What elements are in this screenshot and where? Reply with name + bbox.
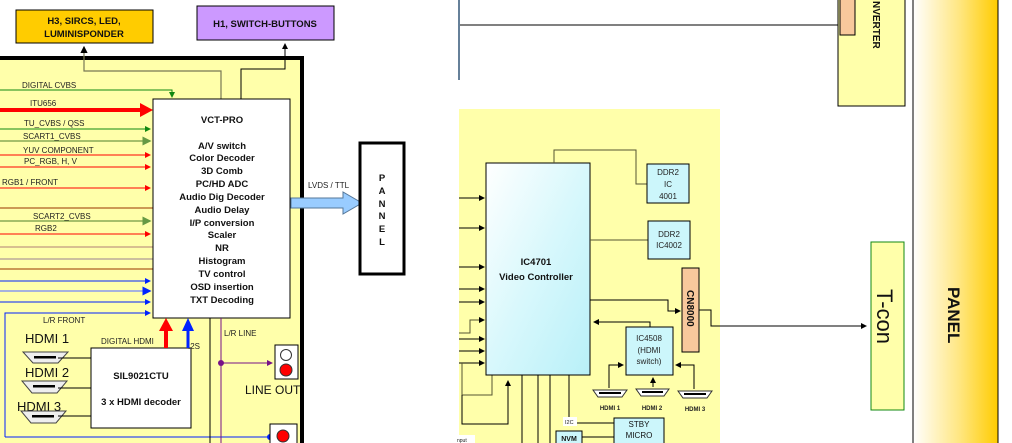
label-digital-hdmi: DIGITAL HDMI	[101, 337, 154, 346]
line-out-label: LINE OUT	[245, 383, 301, 397]
label-scart1-cvbs: SCART1_CVBS	[23, 132, 81, 141]
h3-connection	[80, 45, 222, 99]
hdmi-connector-icon	[21, 351, 70, 364]
label-yuv-component: YUV COMPONENT	[23, 146, 94, 155]
nvm: NVM	[555, 430, 583, 443]
hdmi-connector-icon	[677, 390, 713, 399]
sil9021-decoder: SIL9021CTU 3 x HDMI decoder	[90, 347, 192, 429]
label-lvds-ttl: LVDS / TTL	[308, 181, 350, 190]
ddr2-label: DDR2	[658, 230, 680, 239]
hdmi-ports-right: HDMI 1 HDMI 2 HDMI 3	[592, 388, 713, 413]
hdmi-port-label: HDMI 3	[685, 407, 706, 413]
label-input: nput	[457, 438, 467, 443]
ic4701-label: IC4701	[521, 257, 552, 268]
hdmi-2-label: HDMI 2	[25, 365, 69, 380]
pannel-letter: E	[379, 224, 385, 235]
vct-function: TXT Decoding	[190, 295, 254, 306]
pannel-letter: N	[379, 211, 386, 222]
hdmi-connector-icon	[19, 410, 68, 424]
line-out-jack	[274, 344, 299, 380]
ic4508-hdmi-switch: IC4508 (HDMI switch)	[625, 326, 674, 376]
vct-function: PC/HD ADC	[196, 179, 249, 190]
nvm-label: NVM	[561, 436, 577, 443]
vct-function: A/V switch	[198, 141, 246, 152]
front-audio-jack	[269, 423, 298, 443]
vct-function: I/P conversion	[190, 218, 255, 229]
h3-label-2: LUMINISPONDER	[44, 29, 124, 40]
label-itu656: ITU656	[30, 99, 57, 108]
input-lines-right	[459, 195, 570, 443]
hdmi-connector-icon	[20, 380, 69, 394]
h1-connection	[240, 43, 288, 99]
pannel-letter: A	[379, 186, 386, 197]
ddr2-ic4001: DDR2 IC 4001	[646, 163, 690, 204]
ddr1-label: 4001	[659, 192, 677, 201]
hdmi-switch-label: (HDMI	[637, 346, 660, 355]
vct-function: NR	[215, 243, 229, 254]
label-i2s: I2S	[188, 342, 200, 351]
vct-function: Audio Dig Decoder	[179, 192, 265, 203]
vct-function: 3D Comb	[201, 166, 243, 177]
vct-function: Scaler	[208, 230, 237, 241]
pannel-box: P A N N E L	[358, 141, 406, 276]
hdmi-port-label: HDMI 2	[642, 406, 663, 412]
inverter-box: NVERTER	[837, 0, 906, 107]
cn8000-label: CN8000	[684, 290, 695, 327]
decoder-name: SIL9021CTU	[113, 371, 169, 382]
vct-function: Audio Delay	[195, 205, 251, 216]
label-digital-cvbs: DIGITAL CVBS	[22, 81, 76, 90]
label-pc-rgb: PC_RGB, H, V	[24, 157, 78, 166]
vct-function: Color Decoder	[189, 153, 255, 164]
label-i2c: I2C	[565, 420, 574, 426]
label-rgb1-front: RGB1 / FRONT	[2, 178, 58, 187]
vct-pro-block: VCT-PRO A/V switch Color Decoder 3D Comb…	[152, 98, 291, 319]
vct-title: VCT-PRO	[201, 115, 243, 126]
cn8000-connector: CN8000	[681, 267, 700, 353]
lvds-arrow	[290, 191, 363, 215]
vct-function: TV control	[199, 269, 246, 280]
stby-micro: STBY MICRO	[613, 417, 665, 443]
pannel-letter: L	[379, 237, 385, 248]
label-rgb2: RGB2	[35, 224, 57, 233]
vct-function: Histogram	[199, 256, 246, 267]
label-lr-front: L/R FRONT	[43, 316, 85, 325]
label-scart2-cvbs: SCART2_CVBS	[33, 212, 91, 221]
h1-label: H1, SWITCH-BUTTONS	[213, 19, 317, 30]
stby-label: STBY	[629, 420, 651, 429]
pannel-letter: N	[379, 199, 386, 210]
hdmi-switch-label: IC4508	[636, 334, 662, 343]
ddr2-ic4002: DDR2 IC4002	[647, 220, 691, 260]
ddr1-label: IC	[664, 180, 672, 189]
hdmi-connector-icon	[592, 389, 628, 398]
label-lr-line: L/R LINE	[224, 329, 256, 338]
ic4701-video-controller: IC4701 Video Controller	[485, 162, 591, 376]
h3-box: H3, SIRCS, LED, LUMINISPONDER	[15, 9, 154, 44]
t-con-box: T-con	[870, 241, 905, 411]
stby-label: MICRO	[626, 431, 653, 440]
h1-box: H1, SWITCH-BUTTONS	[196, 5, 335, 41]
decoder-desc: 3 x HDMI decoder	[101, 397, 181, 408]
pannel-letter: P	[379, 173, 386, 184]
ddr1-label: DDR2	[657, 168, 679, 177]
panel-label: PANEL	[944, 287, 963, 343]
video-controller-label: Video Controller	[499, 272, 573, 283]
vct-function: OSD insertion	[190, 282, 254, 293]
hdmi-inputs-left: HDMI 1 HDMI 2 HDMI 3	[17, 331, 91, 424]
hdmi-3-label: HDMI 3	[17, 399, 61, 414]
t-con-label: T-con	[872, 289, 897, 344]
hdmi-1-label: HDMI 1	[25, 331, 69, 346]
signal-lines	[0, 89, 273, 440]
inverter-label: NVERTER	[870, 1, 881, 50]
hdmi-port-label: HDMI 1	[600, 406, 621, 412]
label-tu-cvbs: TU_CVBS / QSS	[24, 119, 84, 128]
panel-block: PANEL	[912, 0, 999, 443]
hdmi-switch-label: switch)	[637, 357, 662, 366]
ddr2-label: IC4002	[656, 241, 682, 250]
h3-label: H3, SIRCS, LED,	[47, 16, 120, 27]
hdmi-connector-icon	[635, 388, 670, 397]
